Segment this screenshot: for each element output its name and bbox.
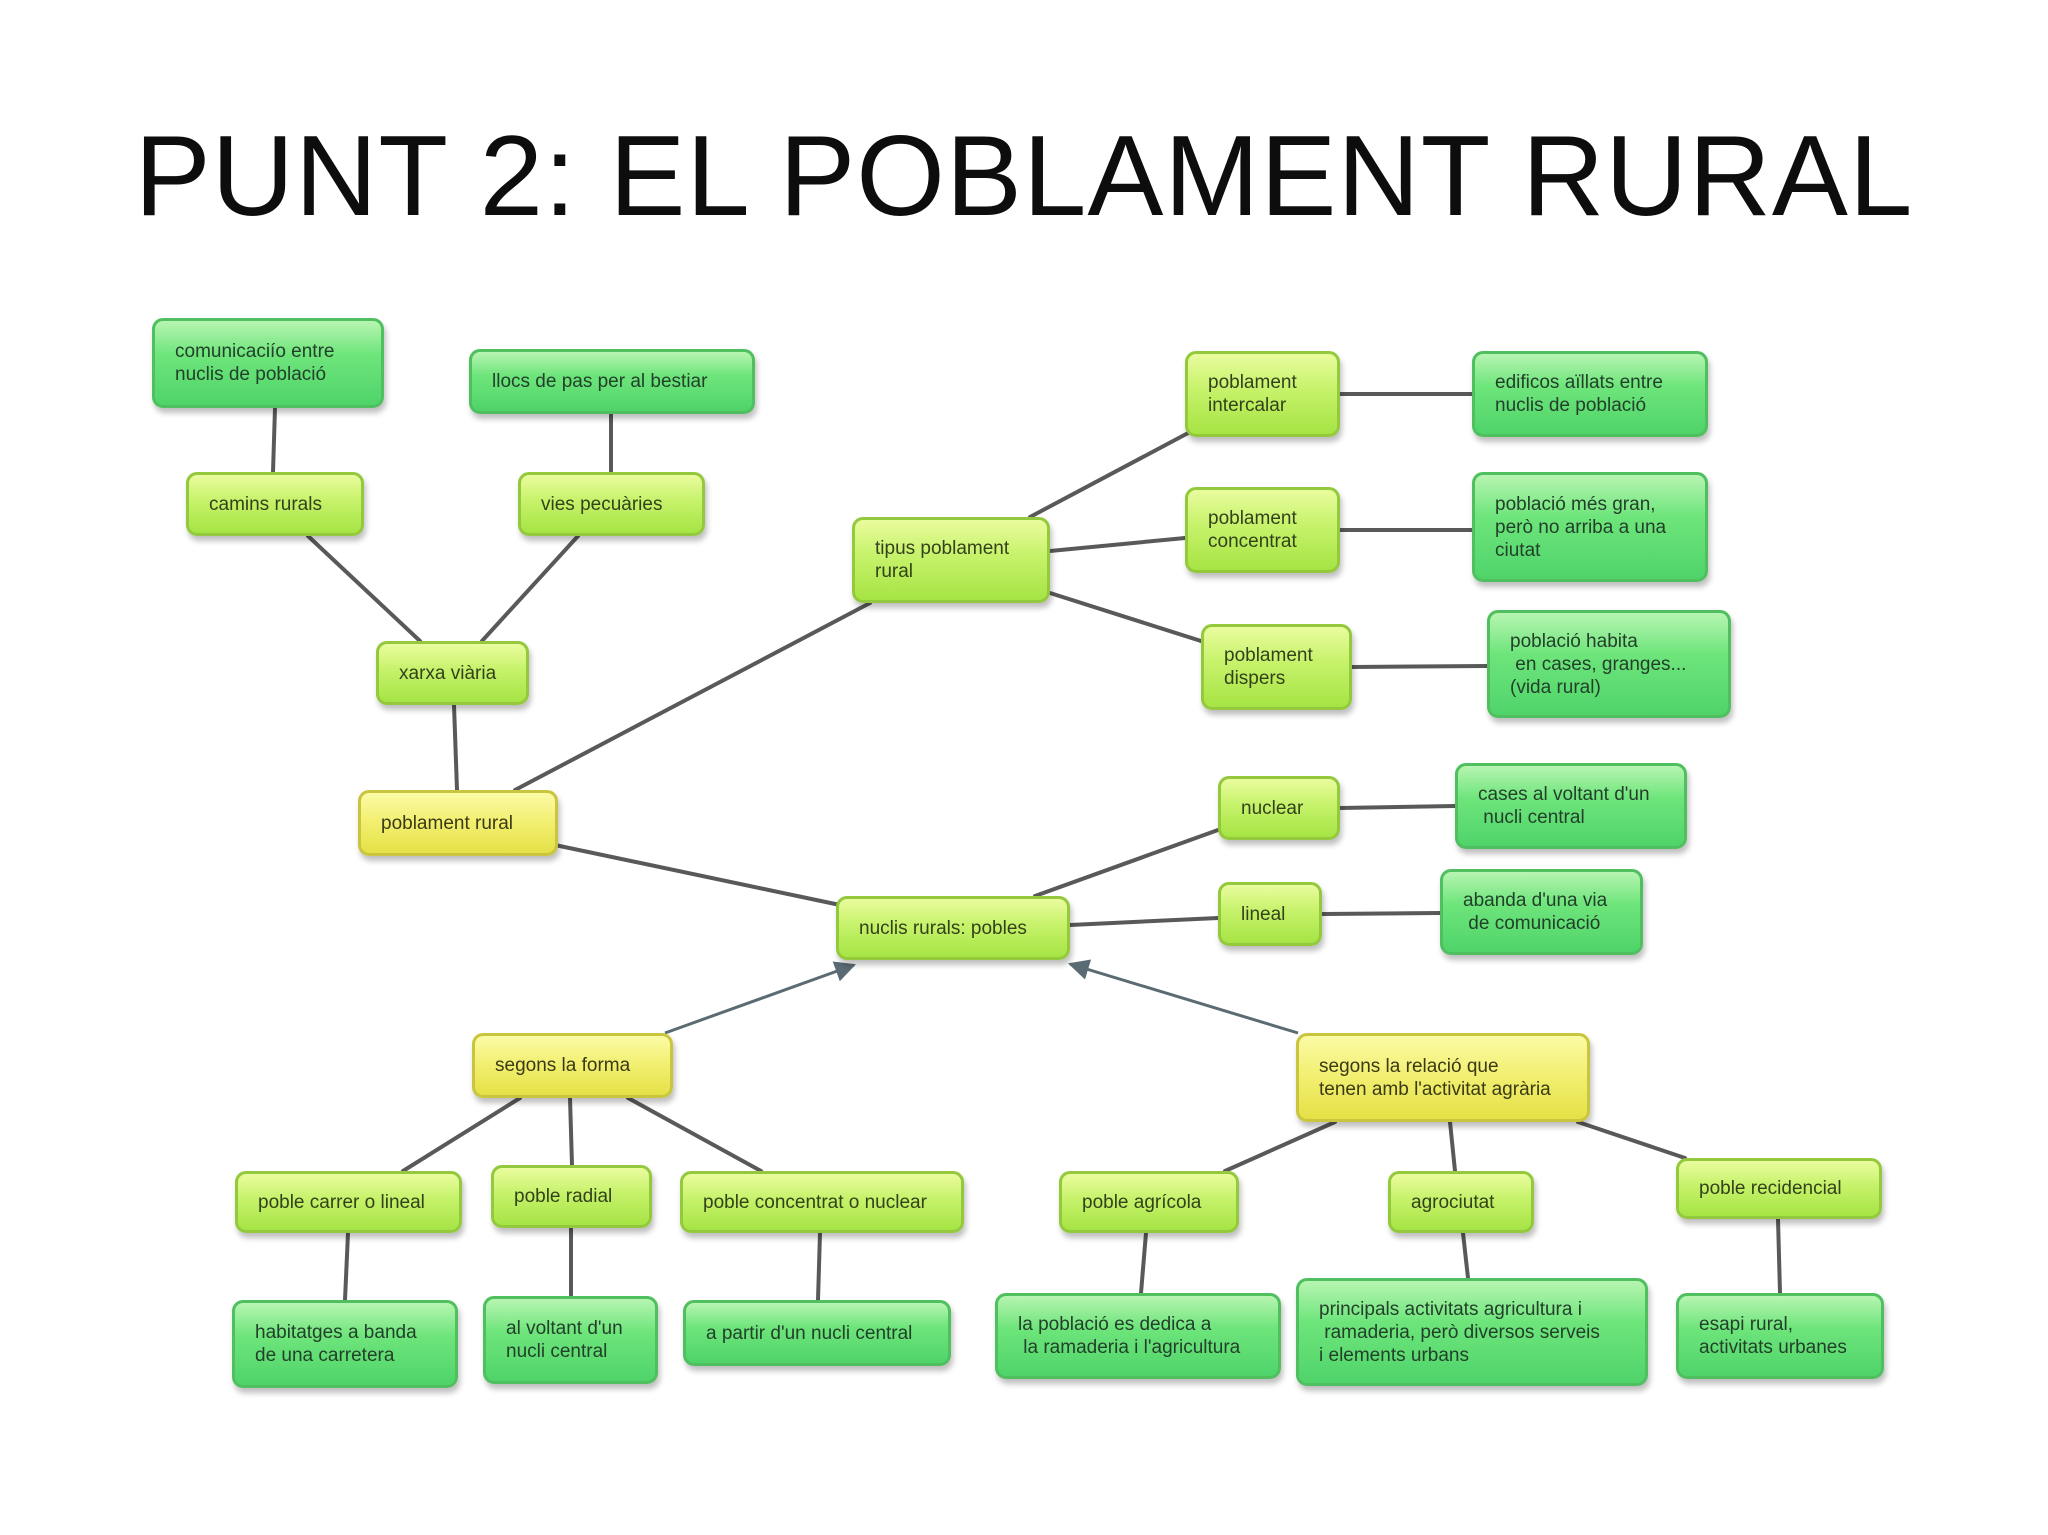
node-cases-al-voltant: cases al voltant d'un nucli central	[1455, 763, 1687, 849]
node-lineal: lineal	[1218, 882, 1322, 946]
node-tipus-poblament: tipus poblament rural	[852, 517, 1050, 603]
edge-poblament-nuclis	[553, 843, 842, 907]
edge-recidencial-esapi	[1776, 1217, 1782, 1295]
node-segons-la-relacio: segons la relació que tenen amb l'activi…	[1296, 1033, 1590, 1122]
node-nuclis-rurals: nuclis rurals: pobles	[836, 896, 1070, 960]
node-vies-pecuaries: vies pecuàries	[518, 472, 705, 536]
node-poblacio-habita: població habita en cases, granges... (vi…	[1487, 610, 1731, 718]
edge-forma-radial	[568, 1096, 574, 1167]
node-poblament-rural: poblament rural	[358, 790, 558, 856]
node-llocs-de-pas: llocs de pas per al bestiar	[469, 349, 755, 414]
edge-agrociutat-principals	[1461, 1231, 1470, 1280]
node-comunicacio: comunicaciío entre nuclis de població	[152, 318, 384, 408]
edge-dispers-habita	[1350, 664, 1489, 669]
edge-concentrat-apartir	[816, 1231, 822, 1302]
edge-agricola-poblacio	[1139, 1231, 1148, 1295]
node-poblament-dispers: poblament dispers	[1201, 624, 1352, 710]
edge-forma-carrer	[401, 1096, 522, 1173]
edge-vies-xarxa	[480, 534, 580, 643]
node-esapi-rural: esapi rural, activitats urbanes	[1676, 1293, 1884, 1379]
node-camins-rurals: camins rurals	[186, 472, 364, 536]
node-nuclear: nuclear	[1218, 776, 1340, 840]
edge-relacio-agricola	[1223, 1120, 1337, 1173]
node-edificis-aillats: edificos aïllats entre nuclis de poblaci…	[1472, 351, 1708, 437]
node-poblacio-mes-gran: població més gran, però no arriba a una …	[1472, 472, 1708, 582]
edge-poblament-tipus	[513, 601, 872, 792]
node-poble-agricola: poble agrícola	[1059, 1171, 1239, 1233]
node-principals-activitats: principals activitats agricultura i rama…	[1296, 1278, 1648, 1386]
page-title: PUNT 2: EL POBLAMENT RURAL	[134, 113, 1914, 240]
node-poble-carrer: poble carrer o lineal	[235, 1171, 462, 1233]
node-poble-radial: poble radial	[491, 1165, 652, 1228]
edge-nuclis-nuclear	[1033, 828, 1220, 898]
edge-relacio-recidencial	[1576, 1120, 1687, 1160]
node-habitatges: habitatges a banda de una carretera	[232, 1300, 458, 1388]
node-xarxa-viaria: xarxa viària	[376, 641, 529, 705]
node-a-partir: a partir d'un nucli central	[683, 1300, 951, 1366]
edge-nuclear-cases	[1338, 804, 1457, 810]
edge-nuclis-lineal	[1068, 916, 1220, 927]
node-poblament-intercalar: poblament intercalar	[1185, 351, 1340, 437]
edge-carrer-habitatges	[343, 1231, 350, 1302]
edge-tipus-intercalar	[1028, 430, 1192, 519]
edge-tipus-concentrat	[1048, 536, 1187, 553]
edge-comunicacio-camins	[271, 406, 277, 474]
node-la-poblacio: la població es dedica a la ramaderia i l…	[995, 1293, 1281, 1379]
arrow-forma-nuclis	[664, 961, 856, 1035]
edge-xarxa-poblament	[452, 703, 459, 792]
node-poblament-concentrat: poblament concentrat	[1185, 487, 1340, 573]
edge-tipus-dispers	[1048, 591, 1203, 643]
arrow-relacio-nuclis	[1067, 959, 1299, 1035]
edge-camins-xarxa	[306, 534, 422, 643]
edge-forma-concentrat	[626, 1096, 763, 1173]
node-al-voltant: al voltant d'un nucli central	[483, 1296, 658, 1384]
node-poble-concentrat: poble concentrat o nuclear	[680, 1171, 964, 1233]
edge-relacio-agrociutat	[1448, 1120, 1457, 1173]
node-abanda-via: abanda d'una via de comunicació	[1440, 869, 1643, 955]
node-agrociutat: agrociutat	[1388, 1171, 1534, 1233]
node-segons-la-forma: segons la forma	[472, 1033, 673, 1098]
node-poble-recidencial: poble recidencial	[1676, 1158, 1882, 1219]
edge-lineal-abanda	[1320, 911, 1442, 916]
